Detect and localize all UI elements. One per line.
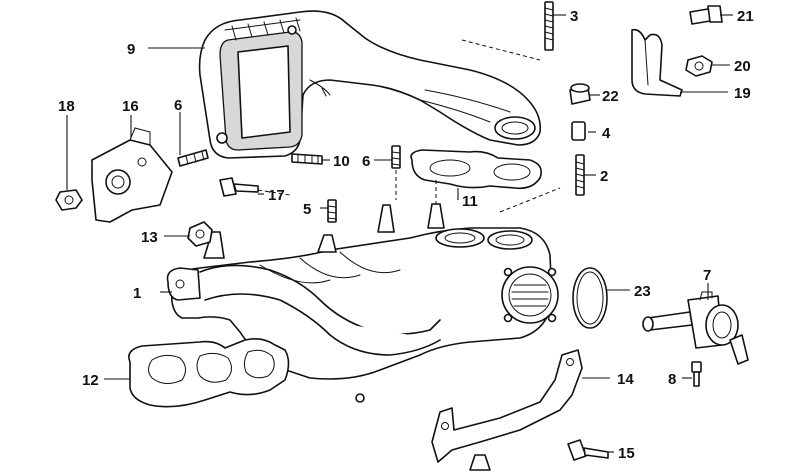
part-23-o-ring (572, 267, 608, 329)
part-5-stud (327, 199, 337, 223)
callout-1: 1 (133, 285, 141, 302)
callout-3: 3 (570, 8, 578, 25)
part-11-plenum-gasket (410, 149, 543, 190)
part-3-stud (544, 1, 554, 51)
part-12-manifold-gasket (128, 338, 290, 408)
part-9-upper-intake-plenum (198, 10, 542, 159)
part-17-bolt (219, 177, 259, 197)
part-14-manifold-brace (431, 349, 583, 471)
callout-18: 18 (58, 98, 75, 115)
alignment-lines (257, 39, 561, 213)
callout-11: 11 (462, 193, 478, 210)
part-22-nut (569, 83, 591, 105)
callout-22: 22 (602, 88, 619, 105)
part-8-bolt (691, 361, 702, 387)
part-16-mounting-bracket (91, 127, 173, 223)
callout-10: 10 (333, 153, 350, 170)
part-20-nut (685, 55, 713, 77)
part-15-bolt (567, 439, 609, 461)
callout-labels: 1 2 3 4 5 6 6 7 8 9 10 11 12 13 14 15 16… (58, 8, 754, 462)
callout-7: 7 (703, 267, 711, 284)
part-10-stud (291, 153, 323, 165)
leader-lines (66, 14, 733, 453)
part-19-support-bracket (631, 28, 683, 97)
part-2-stud (575, 154, 585, 196)
callout-21: 21 (737, 8, 754, 25)
callout-5: 5 (303, 201, 311, 218)
part-21-bolt (689, 5, 723, 25)
callout-15: 15 (618, 445, 635, 462)
callout-13: 13 (141, 229, 158, 246)
callout-19: 19 (734, 85, 751, 102)
callout-9: 9 (127, 41, 135, 58)
part-7-idle-control-valve (642, 291, 749, 365)
part-6-stud-left (177, 149, 209, 167)
callout-20: 20 (734, 58, 751, 75)
part-4-sleeve (571, 121, 586, 141)
part-18-nut (55, 189, 83, 211)
callout-4: 4 (602, 125, 611, 142)
callout-8: 8 (668, 371, 676, 388)
part-13-nut (187, 221, 213, 247)
callout-2: 2 (600, 168, 608, 185)
callout-23: 23 (634, 283, 651, 300)
callout-12: 12 (82, 372, 99, 389)
part-6-stud-upper (391, 145, 401, 169)
callout-17: 17 (268, 187, 285, 204)
callout-14: 14 (617, 371, 634, 388)
callout-6-left: 6 (174, 97, 182, 114)
callout-16: 16 (122, 98, 139, 115)
callout-6-upper: 6 (362, 153, 370, 170)
